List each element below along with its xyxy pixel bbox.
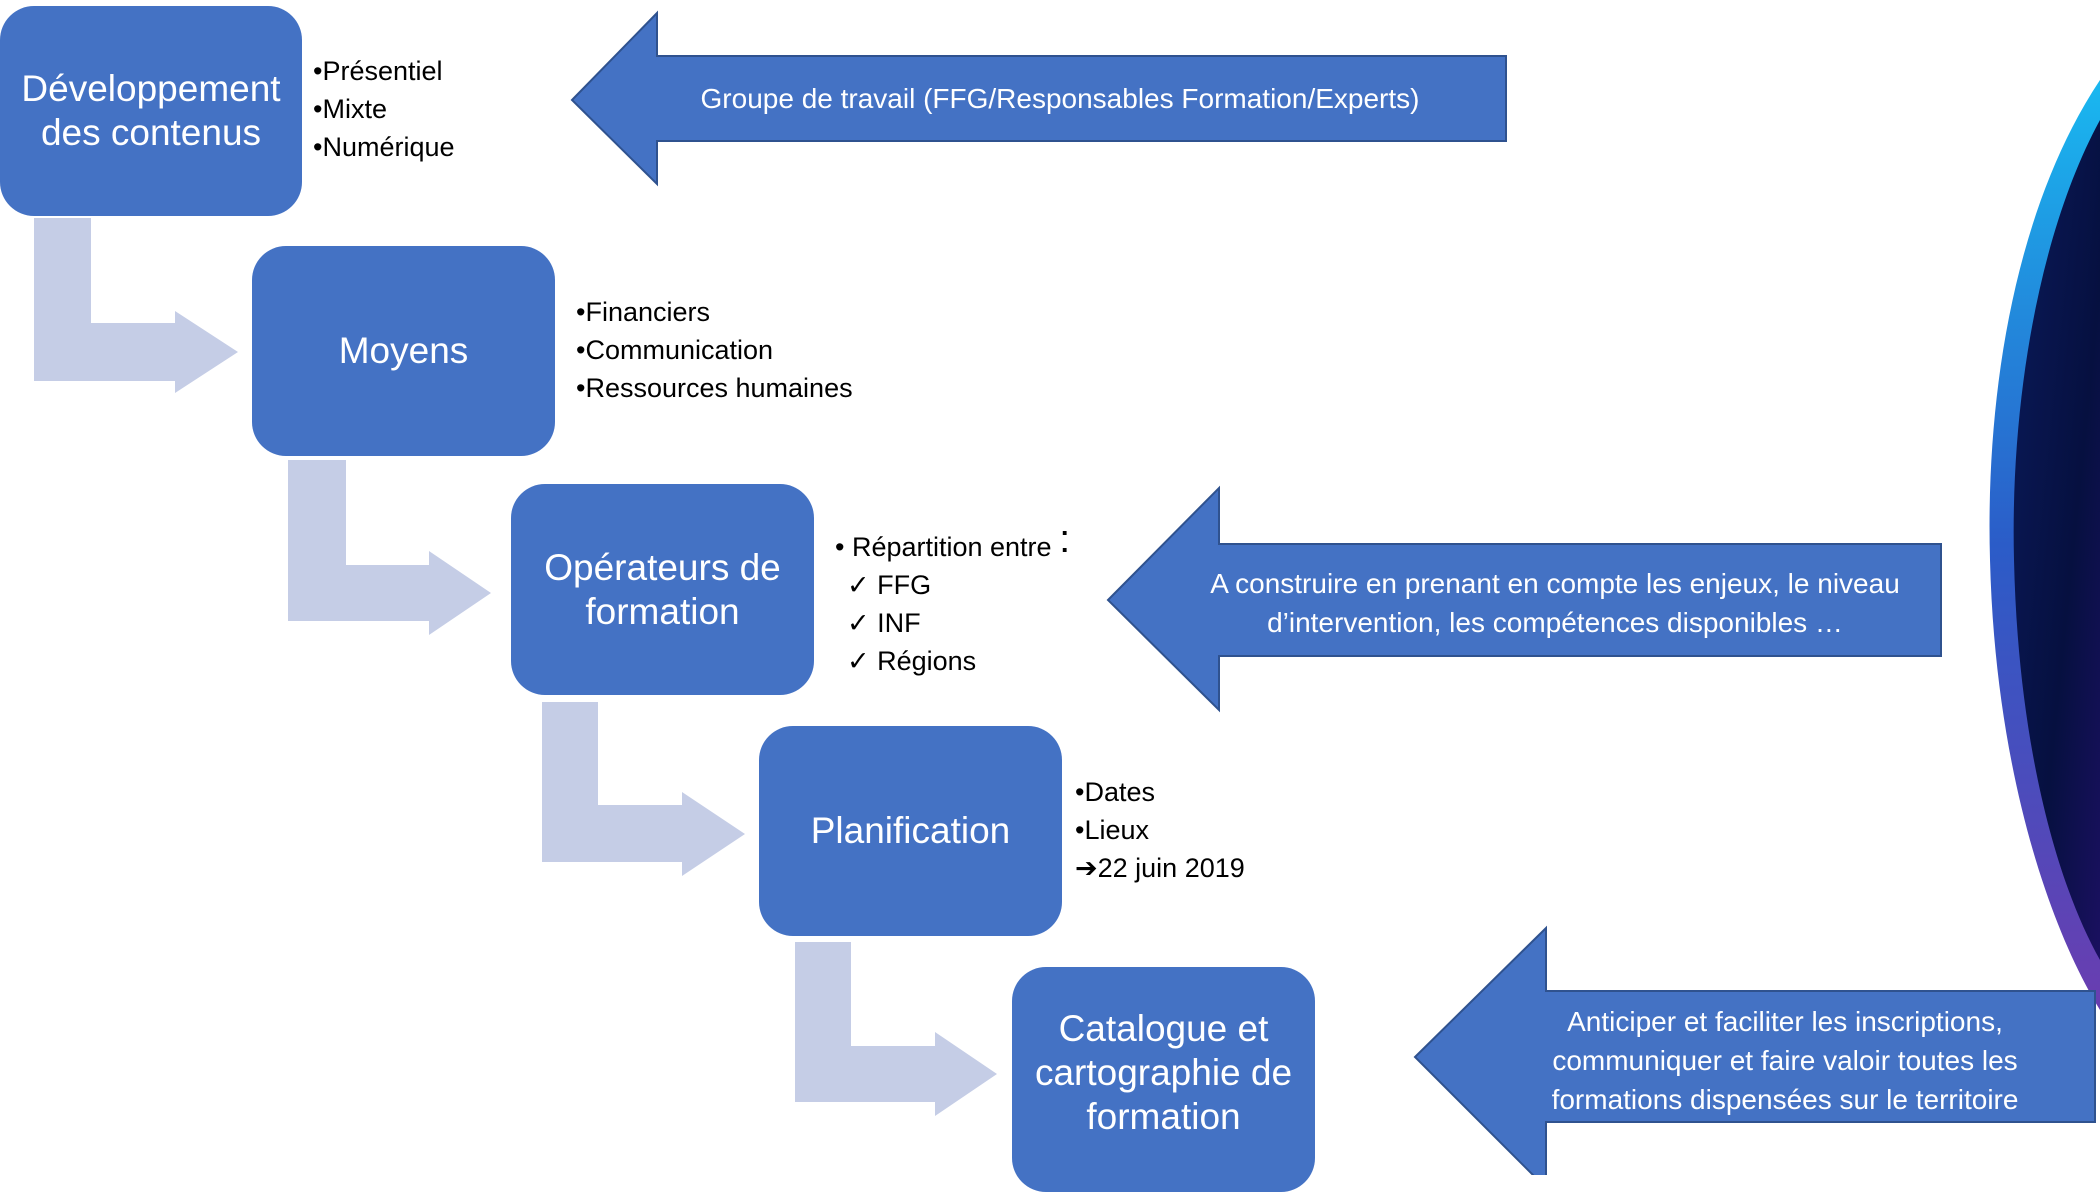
callout-text-anticiper: Anticiper et faciliter les inscriptions,…: [1530, 1000, 2040, 1120]
step-box-planification: Planification: [759, 726, 1062, 936]
step-label: Opérateurs de formation: [544, 546, 781, 632]
bullets-planification: •Dates •Lieux ➔22 juin 2019: [1075, 773, 1245, 887]
bullet-item: •Présentiel: [313, 56, 443, 86]
bullet-item: •Numérique: [313, 132, 455, 162]
bullet-heading-colon: :: [1059, 517, 1071, 561]
callout-text: Anticiper et faciliter les inscriptions,…: [1551, 1005, 2019, 1115]
callout-text: A construire en prenant en compte les en…: [1210, 567, 1900, 638]
step-label: Développement des contenus: [21, 68, 281, 153]
step-box-developpement: Développement des contenus: [0, 6, 302, 216]
bullet-item: •Lieux: [1075, 815, 1149, 845]
callout-arrow-3: [1413, 925, 2096, 1175]
bullet-item: •Dates: [1075, 777, 1155, 807]
bullet-item: •Ressources humaines: [576, 373, 853, 403]
connector-arrow-2: [288, 460, 491, 635]
bullet-heading: • Répartition entre :: [835, 517, 1071, 566]
check-item: ✓ FFG: [847, 570, 932, 600]
decorative-swoosh-inner: [2013, 120, 2100, 960]
callout-text-construire: A construire en prenant en compte les en…: [1180, 560, 1930, 645]
step-box-operateurs: Opérateurs de formation: [511, 484, 814, 695]
bullet-item: •Communication: [576, 335, 774, 365]
bullets-moyens: •Financiers •Communication •Ressources h…: [576, 293, 853, 407]
callout-text-groupe: Groupe de travail (FFG/Responsables Form…: [660, 56, 1460, 141]
bullet-item: •Financiers: [576, 297, 710, 327]
bullets-operateurs: • Répartition entre : ✓ FFG ✓ INF ✓ Régi…: [835, 517, 1071, 680]
check-item: ✓ Régions: [847, 646, 977, 676]
callout-text: Groupe de travail (FFG/Responsables Form…: [700, 83, 1420, 114]
connector-arrow-1: [34, 218, 238, 393]
step-label: Catalogue et cartographie de formation: [1034, 1008, 1293, 1137]
bullet-heading-text: • Répartition entre: [835, 532, 1052, 562]
callout-arrow-1: [570, 10, 1507, 187]
step-box-moyens: Moyens: [252, 246, 555, 456]
connector-arrow-4: [795, 942, 997, 1116]
step-label: Moyens: [338, 330, 469, 371]
bullets-developpement: •Présentiel •Mixte •Numérique: [313, 52, 455, 166]
check-item: ✓ INF: [847, 608, 921, 638]
step-box-catalogue: Catalogue et cartographie de formation: [1012, 967, 1315, 1192]
bullet-item: ➔22 juin 2019: [1075, 853, 1245, 883]
step-label: Planification: [810, 810, 1011, 851]
bullet-item: •Mixte: [313, 94, 387, 124]
callout-arrow-2: [1106, 485, 1942, 713]
connector-arrow-3: [542, 702, 745, 876]
